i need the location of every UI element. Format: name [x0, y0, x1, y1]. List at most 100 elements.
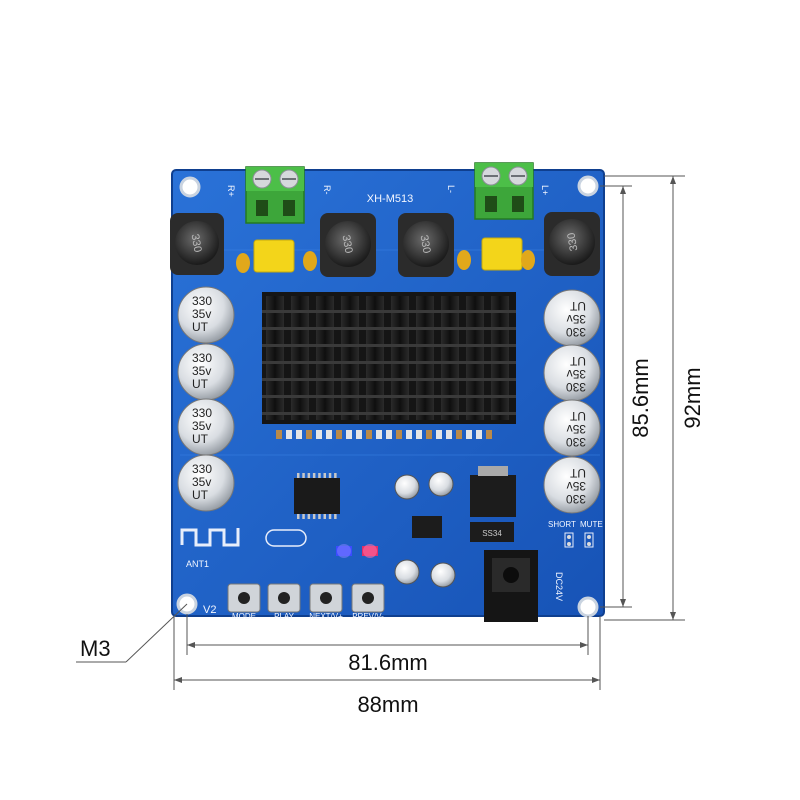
- ic-pin: [297, 473, 300, 478]
- cap-value: 330: [192, 351, 212, 365]
- heatsink-groove: [262, 361, 516, 364]
- ant-label: ANT1: [186, 559, 209, 569]
- cap-voltage: 35v: [567, 422, 586, 436]
- ic-pin: [328, 473, 332, 478]
- ic-pin: [307, 473, 311, 478]
- cap-value: 330: [566, 325, 586, 339]
- heatsink-fin: [441, 296, 459, 420]
- capacitor: 330 35v UT: [177, 343, 235, 401]
- heatsink-groove: [262, 344, 516, 347]
- heatsink-fin: [491, 296, 509, 420]
- cap-voltage: 35v: [192, 307, 211, 321]
- heatsink-fin: [366, 296, 384, 420]
- smd-part: [486, 430, 492, 439]
- capacitor: 330 35v UT: [543, 456, 601, 514]
- model-label: XH-M513: [367, 193, 413, 205]
- mode-button-label: MODE: [232, 612, 256, 621]
- play-button-label: PLAY: [274, 612, 295, 621]
- cap-value: 330: [192, 462, 212, 476]
- capacitor: 330 35v UT: [543, 289, 601, 347]
- smd-part: [386, 430, 392, 439]
- inductor-label: 330: [189, 233, 204, 253]
- next-button[interactable]: NEXT/V+: [309, 583, 343, 621]
- hole-size-label: M3: [80, 636, 111, 661]
- smd-part: [366, 430, 372, 439]
- heatsink-groove: [262, 378, 516, 381]
- heatsink-groove: [262, 310, 516, 313]
- jumpers: SHORT MUTE: [548, 520, 603, 548]
- electrolytic-capacitors-left: 330 35v UT 330 35v UT 330 35v UT 330 35v…: [177, 286, 235, 512]
- version-label: V2: [203, 604, 216, 616]
- cap-value: 330: [566, 380, 586, 394]
- cap-value: 330: [192, 294, 212, 308]
- hole-spacing-height: 85.6mm: [628, 358, 653, 437]
- ic-pin: [312, 514, 316, 519]
- small-ic: [412, 516, 442, 538]
- heatsink-fin: [291, 296, 309, 420]
- smd-part: [426, 430, 432, 439]
- next-button-label: NEXT/V+: [309, 612, 343, 621]
- smd-part: [396, 430, 402, 439]
- cap-voltage: 35v: [192, 364, 211, 378]
- inductor-label: 330: [340, 234, 355, 254]
- capacitor: 330 35v UT: [543, 344, 601, 402]
- heatsink-fin: [316, 296, 334, 420]
- ic-pin: [302, 473, 305, 478]
- heatsink-fin: [341, 296, 359, 420]
- smd-part: [326, 430, 332, 439]
- heatsink-groove: [262, 327, 516, 330]
- prev-button[interactable]: PREV/V-: [351, 583, 385, 621]
- smd-part: [296, 430, 302, 439]
- cap-voltage: 35v: [567, 479, 586, 493]
- short-label: SHORT: [548, 520, 576, 529]
- ic-chip: [294, 473, 340, 519]
- cap-series: UT: [192, 377, 209, 391]
- inductor: 330: [398, 213, 454, 277]
- inductor-label: 330: [565, 232, 580, 252]
- smd-part: [286, 430, 292, 439]
- smd-part: [446, 430, 452, 439]
- play-button[interactable]: PLAY: [267, 583, 301, 621]
- cap-series: UT: [569, 299, 586, 313]
- push-buttons: MODE PLAY NEXT/V+ PREV/V-: [227, 583, 385, 621]
- smd-part: [416, 430, 422, 439]
- dimension-lines: [76, 175, 685, 690]
- ic-pin: [297, 514, 300, 519]
- heatsink-groove: [262, 395, 516, 398]
- smd-part: [306, 430, 312, 439]
- diode: SS34: [470, 522, 514, 542]
- cap-voltage: 35v: [567, 367, 586, 381]
- film-capacitors: [236, 237, 535, 273]
- ic-pin: [323, 514, 326, 519]
- heatsink-fin: [266, 296, 284, 420]
- mode-button[interactable]: MODE: [227, 583, 261, 621]
- cap-value: 330: [566, 492, 586, 506]
- smd-part: [476, 430, 482, 439]
- inductor-label: 330: [418, 234, 433, 254]
- cap-series: UT: [569, 354, 586, 368]
- cap-series: UT: [192, 320, 209, 334]
- smd-components: [276, 430, 492, 439]
- cap-voltage: 35v: [192, 419, 211, 433]
- dc-jack: DC24V: [484, 550, 564, 622]
- ic-pin: [312, 473, 316, 478]
- heatsink-fin: [416, 296, 434, 420]
- cap-value: 330: [192, 406, 212, 420]
- inductor: 330: [320, 213, 376, 277]
- capacitor: 330 35v UT: [177, 286, 235, 344]
- smd-part: [276, 430, 282, 439]
- cap-series: UT: [192, 432, 209, 446]
- inductor: 330: [170, 213, 224, 275]
- board-height: 92mm: [680, 367, 705, 428]
- mute-label: MUTE: [580, 520, 603, 529]
- diode-label: SS34: [482, 529, 502, 538]
- heatsink: [262, 292, 516, 424]
- voltage-regulator: [470, 466, 516, 517]
- cap-voltage: 35v: [567, 312, 586, 326]
- inductors: 330 330 330 330: [170, 212, 600, 277]
- terminal-label-l-plus: L+: [540, 185, 550, 195]
- dimension-arrows: [174, 176, 676, 683]
- ic-pin: [307, 514, 311, 519]
- hole-spacing-width: 81.6mm: [348, 650, 427, 675]
- ic-pin: [334, 514, 337, 519]
